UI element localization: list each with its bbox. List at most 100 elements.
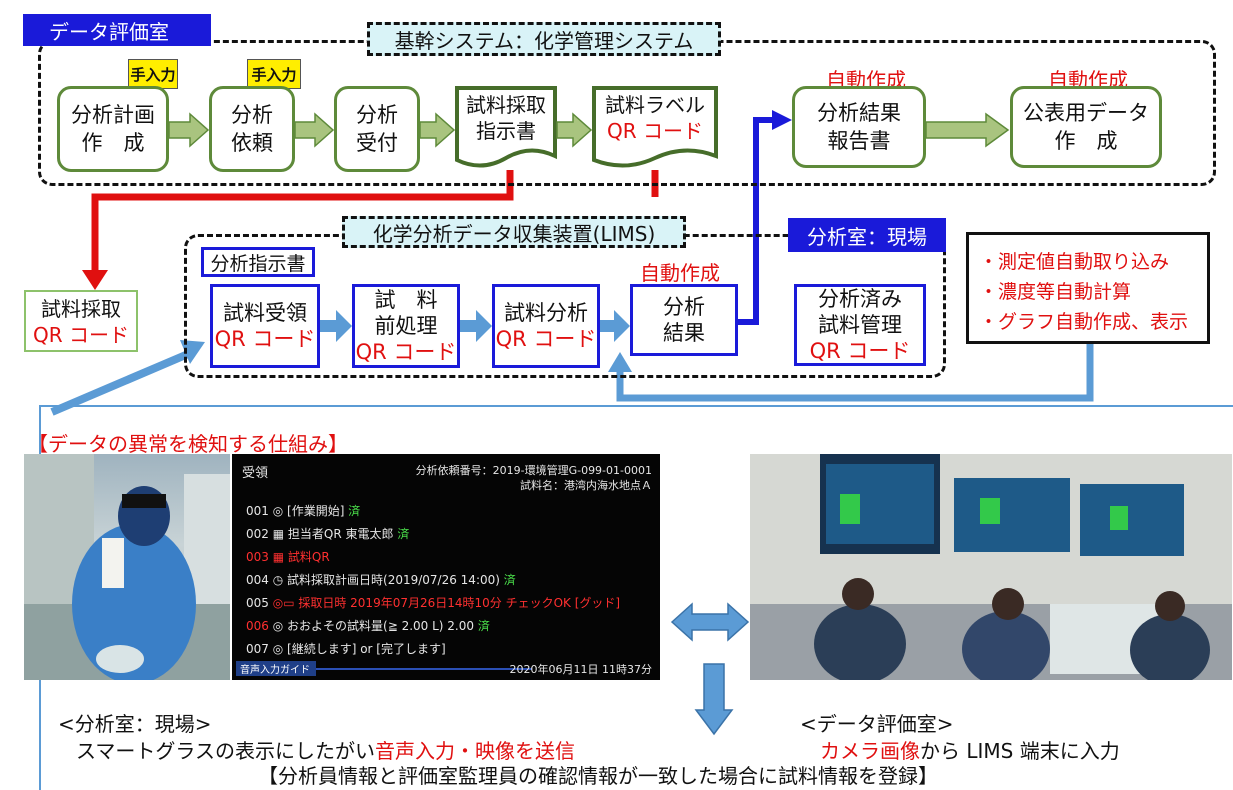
sample-collection-box: 試料採取 QR コード bbox=[24, 290, 138, 352]
auto-features-box: ・測定値自動取り込み ・濃度等自動計算 ・グラフ自動作成、表示 bbox=[966, 232, 1210, 344]
stored-line2: 試料管理 bbox=[818, 313, 902, 337]
feature-item: ・グラフ自動作成、表示 bbox=[979, 311, 1189, 333]
sample-name: 試料名：港湾内海水地点Ａ bbox=[520, 479, 652, 492]
analysis-receive-line2: 受付 bbox=[356, 131, 398, 155]
stored-line1: 分析済み bbox=[818, 287, 902, 311]
green-arrow bbox=[556, 112, 593, 148]
guide-line bbox=[316, 668, 532, 670]
analysis-request-box: 分析 依頼 bbox=[209, 86, 295, 172]
smart-glass-display: 受領 分析依頼番号：2019-環境管理G-099-01-0001 試料名：港湾内… bbox=[232, 454, 660, 680]
analysis-receive-box: 分析 受付 bbox=[334, 86, 420, 172]
receive-qr: QR コード bbox=[214, 327, 316, 351]
site-desc-text: スマートグラスの表示にしたがい bbox=[76, 739, 375, 763]
site-desc-highlight: 音声入力・映像を送信 bbox=[375, 739, 575, 763]
sample-collection-qr: QR コード bbox=[33, 323, 129, 347]
analysis-plan-box: 分析計画 作 成 bbox=[57, 86, 169, 172]
photo-connector bbox=[50, 350, 190, 416]
terminal-row: 006 ◎ おおよその試料量(≧ 2.00 L) 2.00 済 bbox=[246, 619, 490, 633]
green-arrow bbox=[168, 112, 210, 148]
analysis-line1: 試料分析 bbox=[504, 301, 588, 325]
room-description: カメラ画像から LIMS 端末に入力 bbox=[820, 735, 1120, 764]
request-number: 分析依頼番号：2019-環境管理G-099-01-0001 bbox=[415, 464, 652, 477]
sampling-instruction-doc: 試料採取 指示書 bbox=[455, 86, 557, 172]
double-arrow bbox=[670, 602, 750, 642]
lims-label: 化学分析データ収集装置(LIMS) bbox=[342, 216, 686, 248]
publish-line1: 公表用データ bbox=[1023, 101, 1149, 125]
green-arrow bbox=[294, 112, 335, 148]
terminal-row: 005 ◎▭ 採取日時 2019年07月26日14時10分 チェックOK [グッ… bbox=[246, 596, 621, 610]
receive-line1: 試料受領 bbox=[223, 301, 307, 325]
site-caption: <分析室：現場> bbox=[58, 712, 212, 736]
auto-created-label: 自動作成 bbox=[640, 261, 720, 285]
red-arrowhead bbox=[82, 270, 108, 290]
feedback-arrowhead bbox=[608, 352, 632, 372]
stored-qr: QR コード bbox=[809, 339, 911, 363]
analysis-request-line2: 依頼 bbox=[231, 131, 273, 155]
doc-shape bbox=[592, 86, 718, 168]
feedback-connector bbox=[616, 344, 1094, 402]
blue-connector bbox=[738, 117, 775, 325]
sample-label-doc: 試料ラベル QR コード bbox=[592, 86, 718, 172]
terminal-row: 001 ◎ [作業開始] 済 bbox=[246, 504, 361, 518]
result-line1: 分析 bbox=[663, 295, 705, 319]
sampling-doc-line1: 試料採取 bbox=[466, 93, 546, 117]
manual-input-tag: 手入力 bbox=[247, 59, 301, 89]
room-illustration bbox=[750, 454, 1232, 680]
blue-arrowhead bbox=[772, 110, 792, 130]
report-line2: 報告書 bbox=[827, 129, 891, 153]
preprocess-line2: 前処理 bbox=[374, 314, 438, 338]
detection-title: 【データの異常を検知する仕組み】 bbox=[28, 432, 348, 456]
core-system-label: 基幹システム：化学管理システム bbox=[367, 22, 721, 56]
evaluation-room-photo bbox=[750, 454, 1232, 680]
result-line2: 結果 bbox=[663, 321, 705, 345]
terminal-title: 受領 bbox=[242, 466, 269, 481]
label-doc-qr: QR コード bbox=[607, 119, 703, 143]
label-doc-line1: 試料ラベル bbox=[605, 93, 705, 117]
doc-shape bbox=[455, 86, 557, 168]
green-arrow bbox=[419, 112, 456, 148]
analysis-plan-line1: 分析計画 bbox=[71, 103, 155, 127]
flow-arrow bbox=[600, 310, 630, 342]
worker-illustration bbox=[24, 454, 230, 680]
sample-receive-box: 試料受領 QR コード bbox=[210, 284, 320, 368]
publish-data-box: 公表用データ 作 成 bbox=[1010, 86, 1162, 168]
terminal-row: 004 ◷ 試料採取計画日時(2019/07/26 14:00) 済 bbox=[246, 573, 516, 587]
voice-input-guide: 音声入力ガイド bbox=[236, 661, 316, 676]
analysis-receive-line1: 分析 bbox=[356, 103, 398, 127]
terminal-row: 007 ◎ [継続します] or [完了します] bbox=[246, 642, 446, 656]
feature-item: ・測定値自動取り込み bbox=[979, 251, 1170, 273]
terminal-datetime: 2020年06月11日 11時37分 bbox=[509, 663, 652, 676]
data-room-banner: データ評価室 bbox=[23, 14, 211, 46]
stored-sample-box: 分析済み 試料管理 QR コード bbox=[794, 284, 926, 366]
terminal-row: 002 ▦ 担当者QR 東電太郎 済 bbox=[246, 527, 410, 541]
flow-arrow bbox=[320, 310, 352, 342]
analysis-plan-line2: 作 成 bbox=[81, 131, 145, 155]
analysis-qr: QR コード bbox=[495, 327, 597, 351]
blue-flow-arrows bbox=[320, 310, 630, 342]
sampling-doc-line2: 指示書 bbox=[476, 119, 536, 143]
sample-collection-line1: 試料採取 bbox=[41, 297, 121, 321]
registration-note: 【分析員情報と評価室監理員の確認情報が一致した場合に試料情報を登録】 bbox=[258, 764, 938, 788]
analysis-request-line1: 分析 bbox=[231, 103, 273, 127]
preprocess-qr: QR コード bbox=[355, 340, 457, 364]
flow-arrow bbox=[460, 310, 492, 342]
room-caption: <データ評価室> bbox=[800, 712, 954, 736]
room-desc-text: から LIMS 端末に入力 bbox=[920, 739, 1120, 763]
terminal-row: 003 ▦ 試料QR bbox=[246, 550, 330, 564]
site-banner: 分析室：現場 bbox=[788, 218, 946, 252]
site-description: スマートグラスの表示にしたがい音声入力・映像を送信 bbox=[76, 735, 575, 764]
analysis-report-box: 分析結果 報告書 bbox=[792, 86, 926, 168]
preprocess-box: 試 料 前処理 QR コード bbox=[352, 284, 460, 368]
analysis-instruction-label: 分析指示書 bbox=[201, 247, 315, 277]
green-arrow bbox=[925, 112, 1010, 148]
analysis-result-box: 分析 結果 bbox=[630, 284, 738, 356]
sample-analysis-box: 試料分析 QR コード bbox=[492, 284, 600, 368]
report-line1: 分析結果 bbox=[817, 101, 901, 125]
green-arrows bbox=[168, 112, 1010, 148]
worker-photo bbox=[24, 454, 230, 680]
feature-item: ・濃度等自動計算 bbox=[979, 281, 1132, 303]
publish-line2: 作 成 bbox=[1054, 129, 1118, 153]
room-desc-highlight: カメラ画像 bbox=[820, 739, 920, 763]
preprocess-line1: 試 料 bbox=[374, 288, 438, 312]
manual-input-tag: 手入力 bbox=[128, 59, 178, 89]
